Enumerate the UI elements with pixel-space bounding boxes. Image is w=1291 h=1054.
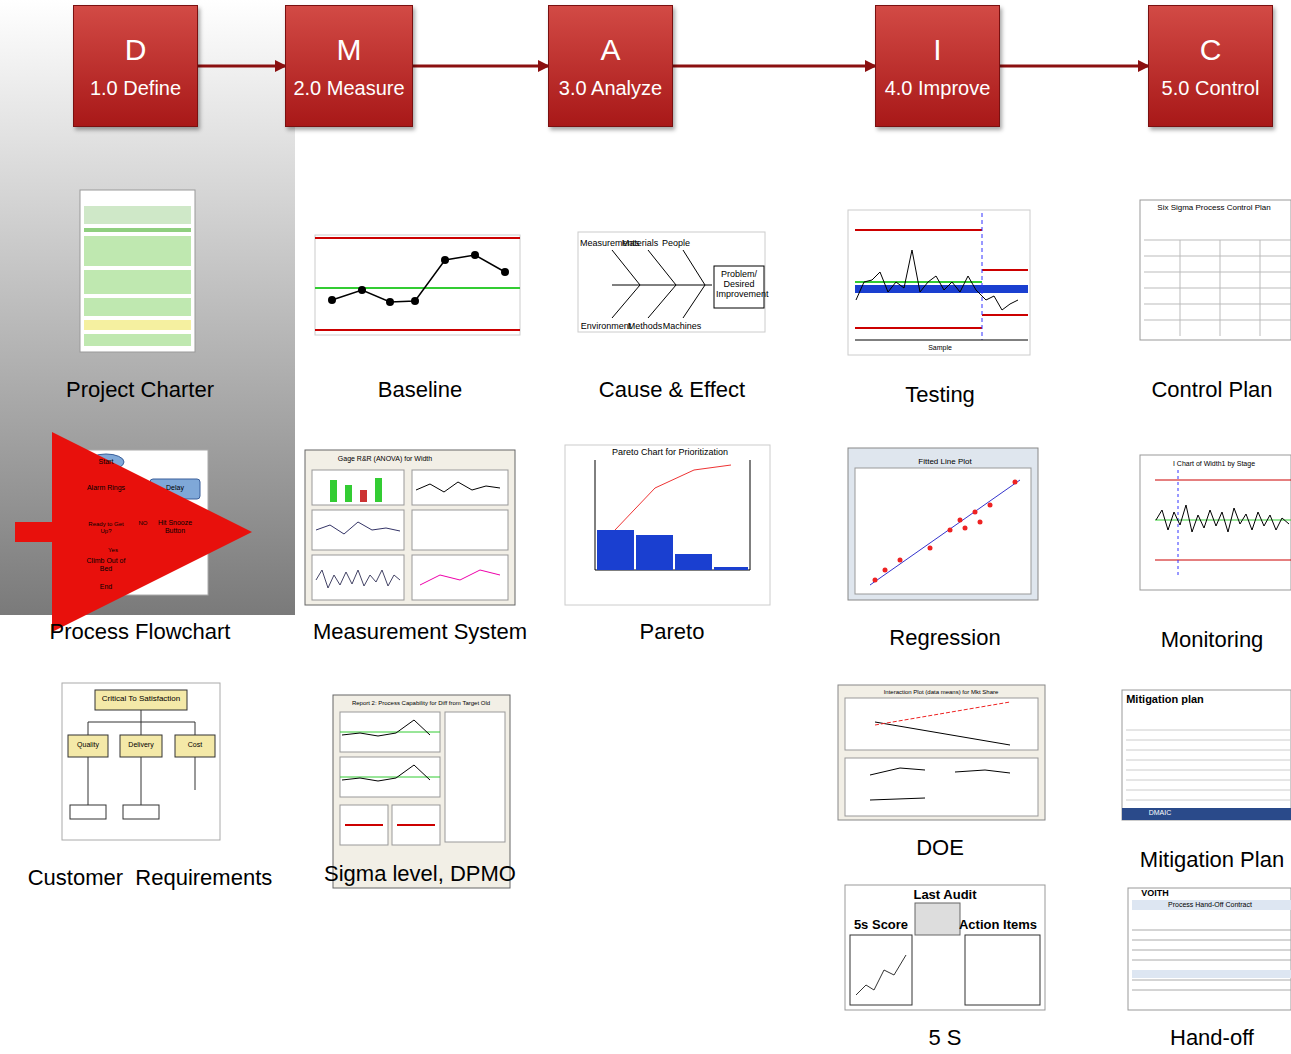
tool-caption: Testing (820, 383, 1060, 407)
tool-caption: Sigma level, DPMO (290, 862, 550, 886)
phase-box: M 2.0 Measure (285, 5, 413, 127)
capability-thumb (333, 695, 510, 888)
thumbnail-text: Critical To Satisfaction (96, 695, 186, 704)
thumbnail-text: Problem/ Desired Improvement (716, 270, 762, 300)
thumbnail-text: Pareto Chart for Prioritization (580, 448, 760, 458)
thumbnail-text: Action Items (956, 918, 1040, 932)
tool-caption: Monitoring (1137, 628, 1287, 652)
thumbnail-text: Six Sigma Process Control Plan (1140, 204, 1288, 213)
tool-caption: Pareto (552, 620, 792, 644)
thumbnail-text: Materials (620, 239, 660, 249)
thumbnail-text: Start (89, 458, 123, 466)
monitoring-thumb (1140, 455, 1291, 590)
charter-thumb (80, 190, 195, 352)
thumbnail-text: Yes (104, 547, 122, 554)
thumbnail-text: Mitigation plan (1123, 693, 1207, 705)
tool-caption: Control Plan (1137, 378, 1287, 402)
phase-arrow (1000, 65, 1148, 68)
thumbnail-text: Interaction Plot (data means) for Mkt Sh… (841, 689, 1041, 696)
tool-caption: Customer Requirements (5, 866, 295, 890)
tool-caption: Hand-off (1137, 1026, 1287, 1050)
phase-title: 5.0 Control (1162, 77, 1260, 100)
thumbnail-text: Methods (625, 322, 665, 332)
phase-letter: I (933, 33, 941, 67)
thumbnail-text: Process Hand-Off Contract (1135, 901, 1285, 909)
thumbnail-text: VOITH (1130, 889, 1180, 899)
thumbnail-text: Cost (176, 741, 214, 749)
thumbnail-text: Last Audit (895, 888, 995, 902)
phase-box: D 1.0 Define (73, 5, 198, 127)
thumbnail-text: Fitted Line Plot (895, 458, 995, 467)
tool-caption: Baseline (290, 378, 550, 402)
thumbnail-text: People (658, 239, 694, 249)
flowchart-thumb (70, 450, 208, 595)
phase-title: 2.0 Measure (293, 77, 404, 100)
thumbnail-text: Environment (580, 322, 632, 332)
phase-arrow (413, 65, 548, 68)
phase-title: 4.0 Improve (885, 77, 991, 100)
phase-arrow (673, 65, 875, 68)
thumbnail-text: I Chart of Width1 by Stage (1140, 460, 1288, 468)
phase-letter: A (600, 33, 620, 67)
control-plan-thumb (1140, 200, 1291, 340)
thumbnail-text: DMAIC (1130, 809, 1190, 817)
phase-letter: M (337, 33, 362, 67)
thumbnail-text: Gage R&R (ANOVA) for Width (310, 455, 460, 463)
doe-thumb (838, 685, 1045, 820)
phase-box: I 4.0 Improve (875, 5, 1000, 127)
regression-thumb (848, 448, 1038, 600)
gage-rr-thumb (305, 450, 515, 605)
tool-caption: Regression (825, 626, 1065, 650)
thumbnail-text: NO (136, 520, 150, 527)
phase-letter: D (125, 33, 147, 67)
phase-title: 1.0 Define (90, 77, 181, 100)
thumbnail-text: Machines (661, 322, 703, 332)
thumbnail-text: Sample (915, 344, 965, 352)
five-s-thumb (845, 885, 1045, 1010)
handoff-thumb (1128, 888, 1291, 1010)
thumbnail-text: Alarm Rings (81, 484, 131, 492)
pareto-thumb (565, 445, 770, 605)
tool-caption: Cause & Effect (552, 378, 792, 402)
cts-tree-thumb (62, 683, 220, 840)
thumbnail-text: Report 2: Process Capability for Diff fr… (334, 700, 509, 707)
testing-chart (848, 210, 1030, 355)
tool-caption: DOE (820, 836, 1060, 860)
thumbnail-text: Quality (69, 741, 107, 749)
phase-box: C 5.0 Control (1148, 5, 1273, 127)
baseline-chart (315, 235, 520, 335)
phase-arrow (198, 65, 285, 68)
tool-caption: Process Flowchart (5, 620, 275, 644)
phase-box: A 3.0 Analyze (548, 5, 673, 127)
red-pointer (15, 522, 52, 542)
thumbnail-text: Ready to Get Up? (86, 521, 126, 534)
thumbnail-text: Climb Out of Bed (81, 557, 131, 572)
thumbnail-text: Delay (152, 484, 198, 492)
thumbnail-text: End (91, 583, 121, 591)
tool-caption: 5 S (825, 1026, 1065, 1050)
phase-letter: C (1200, 33, 1222, 67)
tool-caption: Measurement System (290, 620, 550, 644)
phase-title: 3.0 Analyze (559, 77, 662, 100)
thumbnail-text: Delivery (121, 741, 161, 749)
tool-caption: Project Charter (5, 378, 275, 402)
thumbnail-text: Hit Snooze Button (152, 519, 198, 534)
fishbone (578, 232, 765, 332)
thumbnail-text: 5s Score (848, 918, 914, 932)
mitigation-thumb (1122, 690, 1291, 820)
tool-caption: Mitigation Plan (1137, 848, 1287, 872)
